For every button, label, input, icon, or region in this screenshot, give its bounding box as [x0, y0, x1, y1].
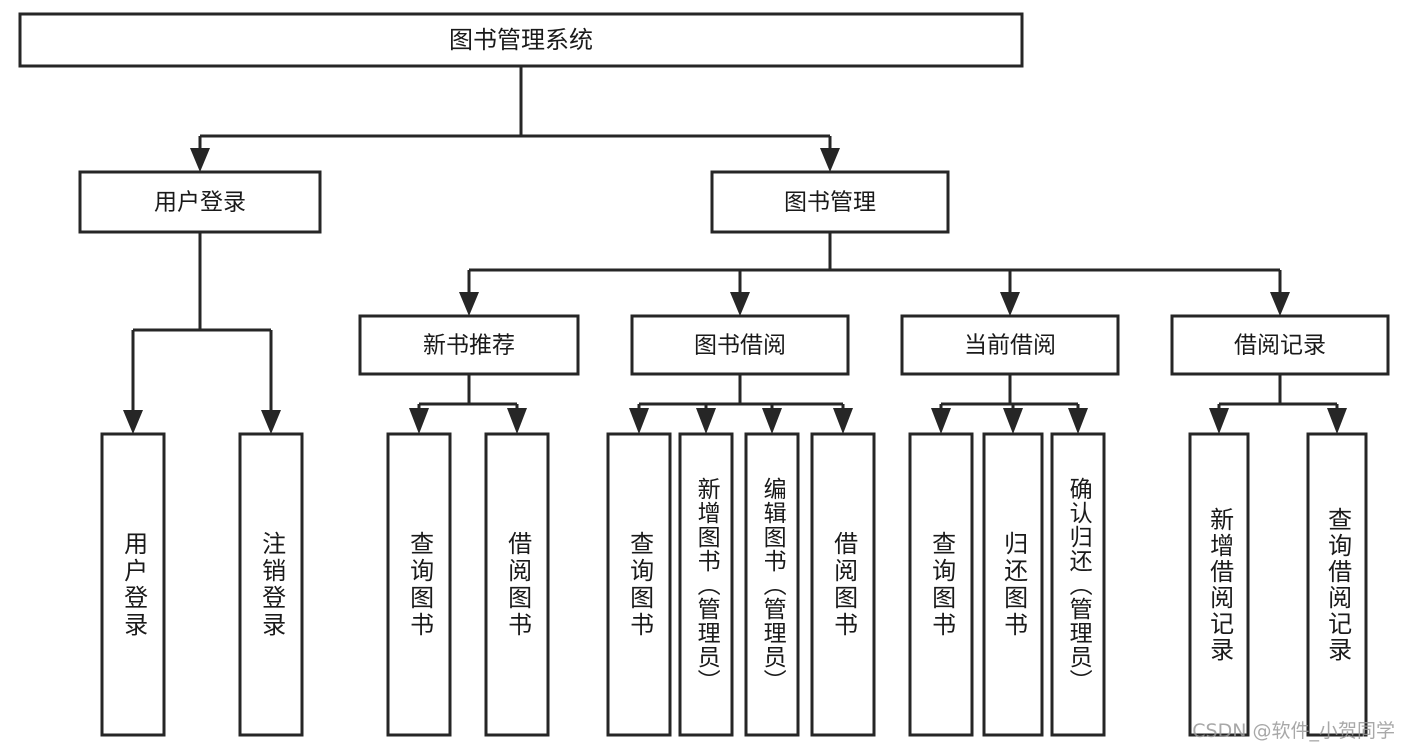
leaf-box-layer	[100, 432, 1368, 737]
node-book-manage[interactable]: 图书管理	[710, 170, 950, 234]
node-leaf-add-borrow-record-box[interactable]	[1188, 432, 1250, 737]
arrow-head-leaf-query-book-3	[931, 408, 951, 434]
arrow-head-book-borrow	[730, 292, 750, 316]
arrow-head-leaf-confirm-return-admin	[1068, 408, 1088, 434]
node-leaf-borrow-book-2-box[interactable]	[810, 432, 876, 737]
node-book-borrow[interactable]: 图书借阅	[630, 314, 850, 376]
node-leaf-borrow-book-1-box[interactable]	[484, 432, 550, 737]
node-borrow-record-box[interactable]	[1170, 314, 1390, 376]
node-book-borrow-box[interactable]	[630, 314, 850, 376]
arrow-head-borrow-record	[1270, 292, 1290, 316]
node-book-borrow-label: 图书借阅	[694, 333, 786, 359]
arrow-head-leaf-borrow-book-1	[507, 408, 527, 434]
node-leaf-return-book-box[interactable]	[982, 432, 1044, 737]
node-leaf-query-book-1-box[interactable]	[386, 432, 452, 737]
arrow-head-leaf-user-login	[123, 410, 143, 434]
node-book-manage-label: 图书管理	[784, 190, 876, 216]
node-leaf-add-book-admin-box[interactable]	[678, 432, 734, 737]
arrow-head-leaf-add-book-admin	[696, 408, 716, 434]
node-book-manage-box[interactable]	[710, 170, 950, 234]
node-borrow-record-label: 借阅记录	[1234, 333, 1326, 359]
arrow-head-leaf-borrow-book-2	[833, 408, 853, 434]
arrow-head-leaf-return-book	[1003, 408, 1023, 434]
arrow-head-leaf-query-book-1	[409, 408, 429, 434]
arrow-head-leaf-query-book-2	[629, 408, 649, 434]
node-root[interactable]: 图书管理系统	[18, 12, 1024, 68]
node-leaf-query-borrow-record-box[interactable]	[1306, 432, 1368, 737]
node-leaf-query-book-3-box[interactable]	[908, 432, 974, 737]
node-current-borrow[interactable]: 当前借阅	[900, 314, 1120, 376]
arrow-head-current-borrow	[1000, 292, 1020, 316]
node-user-login-box[interactable]	[78, 170, 322, 234]
node-leaf-confirm-return-admin-box[interactable]	[1050, 432, 1106, 737]
node-leaf-query-book-2-box[interactable]	[606, 432, 672, 737]
csdn-watermark: CSDN @软件_小贺同学	[1192, 720, 1395, 742]
node-leaf-edit-book-admin-box[interactable]	[744, 432, 800, 737]
connector-layer	[123, 66, 1347, 434]
arrow-head-leaf-query-borrow-record	[1327, 408, 1347, 434]
arrow-head-new-book-recommend	[459, 292, 479, 316]
node-new-book-recommend-label: 新书推荐	[423, 333, 515, 359]
node-user-login-label: 用户登录	[154, 190, 246, 216]
arrow-head-leaf-edit-book-admin	[762, 408, 782, 434]
node-user-login[interactable]: 用户登录	[78, 170, 322, 234]
node-current-borrow-label: 当前借阅	[964, 333, 1056, 359]
arrow-head-leaf-user-logout	[261, 410, 281, 434]
node-borrow-record[interactable]: 借阅记录	[1170, 314, 1390, 376]
node-new-book-recommend-box[interactable]	[358, 314, 580, 376]
node-leaf-user-login-box[interactable]	[100, 432, 166, 737]
arrow-head-user-login	[190, 148, 210, 172]
node-root-label: 图书管理系统	[449, 26, 593, 54]
node-root-box[interactable]	[18, 12, 1024, 68]
arrow-head-leaf-add-borrow-record	[1209, 408, 1229, 434]
node-current-borrow-box[interactable]	[900, 314, 1120, 376]
node-new-book-recommend[interactable]: 新书推荐	[358, 314, 580, 376]
arrow-head-book-manage	[820, 148, 840, 172]
node-leaf-user-logout-box[interactable]	[238, 432, 304, 737]
